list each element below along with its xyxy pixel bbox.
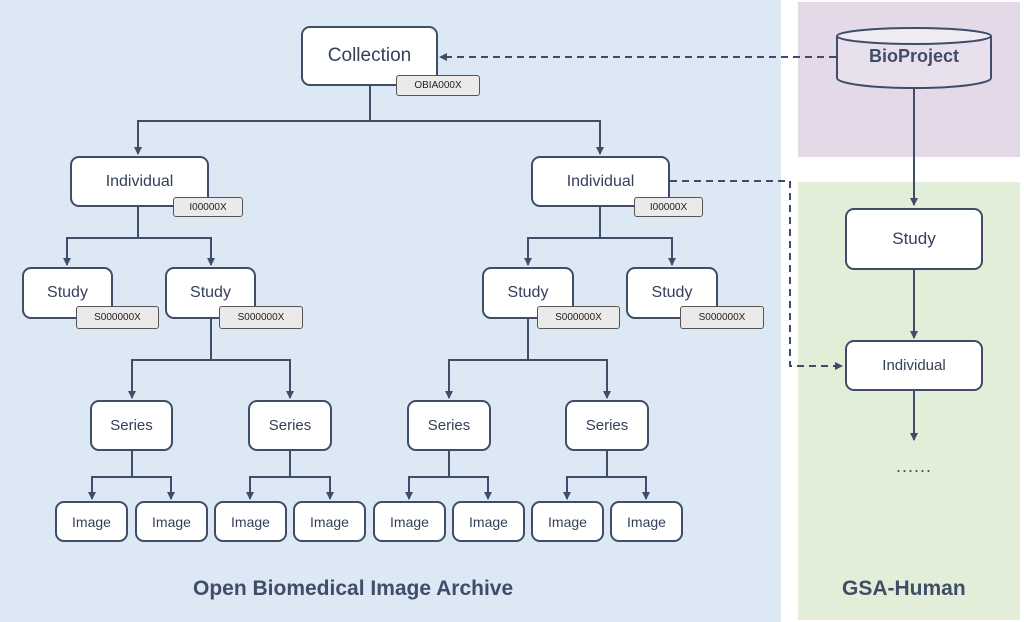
study-label-right-2: Study [651, 284, 693, 301]
study-node-right-2: Study [626, 267, 718, 319]
bioproject-label: BioProject [868, 46, 960, 66]
image-label: Image [231, 513, 270, 530]
study-id-tag-right-1: S000000X [537, 306, 620, 329]
series-label-left-1: Series [110, 417, 153, 434]
series-node-left-1: Series [90, 400, 173, 451]
study-id-tag-left-2: S000000X [219, 306, 303, 329]
series-node-right-2: Series [565, 400, 649, 451]
study-label-left-2: Study [190, 284, 231, 301]
gsa-study-node: Study [845, 208, 983, 270]
image-node-left-1: Image [55, 501, 128, 542]
continuation-ellipsis: ...... [895, 456, 932, 476]
image-node-right-4: Image [610, 501, 683, 542]
study-id-tag-left-1: S000000X [76, 306, 159, 329]
image-label: Image [390, 513, 429, 530]
study-label-right-1: Study [507, 284, 549, 301]
individual-label-left: Individual [105, 172, 174, 190]
bioproject-database-icon [836, 27, 992, 89]
image-label: Image [310, 513, 349, 530]
image-node-left-4: Image [293, 501, 366, 542]
gsa-individual-label: Individual [882, 357, 946, 374]
series-label-right-1: Series [427, 417, 471, 434]
series-label-right-2: Series [585, 417, 629, 434]
image-node-right-3: Image [531, 501, 604, 542]
individual-label-right: Individual [566, 172, 635, 190]
image-node-left-2: Image [135, 501, 208, 542]
series-node-left-2: Series [248, 400, 332, 451]
image-node-right-1: Image [373, 501, 446, 542]
image-node-right-2: Image [452, 501, 525, 542]
series-node-right-1: Series [407, 400, 491, 451]
collection-id-tag: OBIA000X [396, 75, 480, 96]
individual-id-tag-right: I00000X [634, 197, 703, 217]
image-label: Image [548, 513, 587, 530]
collection-label: Collection [327, 45, 412, 66]
gsa-individual-node: Individual [845, 340, 983, 391]
gsa-study-label: Study [892, 229, 936, 248]
image-label: Image [627, 513, 666, 530]
gsa-human-caption: GSA-Human [842, 577, 966, 600]
image-label: Image [152, 513, 191, 530]
archive-caption: Open Biomedical Image Archive [193, 577, 514, 600]
image-label: Image [469, 513, 508, 530]
individual-id-tag-left: I00000X [173, 197, 243, 217]
study-id-tag-right-2: S000000X [680, 306, 764, 329]
series-label-left-2: Series [268, 417, 312, 434]
image-node-left-3: Image [214, 501, 287, 542]
image-label: Image [72, 513, 111, 530]
study-label-left-1: Study [47, 284, 88, 301]
